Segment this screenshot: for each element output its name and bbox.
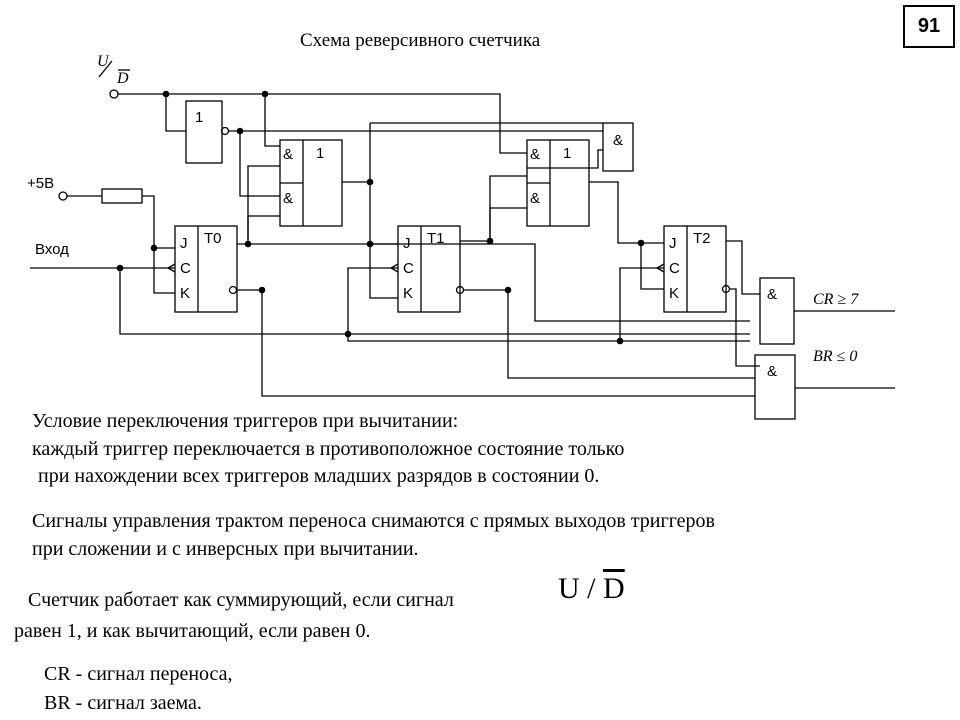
plus5v-label: +5В	[27, 175, 54, 192]
ud-formula-d: D	[603, 572, 625, 605]
and-label: &	[530, 190, 540, 207]
and-label: &	[283, 190, 293, 207]
cr-definition: CR - сигнал переноса,	[44, 663, 233, 685]
pin-k: K	[403, 285, 413, 302]
condition-line-3: при нахождении всех триггеров младших ра…	[38, 465, 600, 487]
ud-formula: U / D	[558, 572, 625, 606]
flipflop-t2	[663, 225, 727, 313]
and-gate-br	[754, 354, 796, 420]
pin-j: J	[403, 235, 411, 252]
and-label: &	[283, 146, 293, 163]
or-label: 1	[316, 145, 324, 162]
flipflop-label-t0: T0	[204, 230, 222, 247]
and-label: &	[767, 363, 777, 380]
page-title: Схема реверсивного счетчика	[300, 30, 541, 51]
and-gate-top	[602, 122, 634, 172]
pin-c: C	[403, 260, 414, 277]
not-gate-label: 1	[195, 109, 203, 126]
works-line-2: равен 1, и как вычитающий, если равен 0.	[14, 620, 371, 642]
br-definition: BR - сигнал заема.	[44, 692, 202, 714]
br-output-label: BR ≤ 0	[813, 348, 857, 365]
and-label: &	[530, 146, 540, 163]
input-label: Вход	[35, 241, 69, 258]
page-number: 91	[903, 5, 955, 48]
and-label: &	[613, 132, 623, 149]
ud-input-terminal	[109, 89, 119, 99]
cr-output-label: CR ≥ 7	[813, 291, 859, 308]
flipflop-t1	[397, 225, 461, 313]
condition-line-1: Условие переключения триггеров при вычит…	[32, 410, 459, 432]
pin-j: J	[669, 235, 677, 252]
signals-line-1: Сигналы управления трактом переноса сним…	[32, 510, 715, 532]
pin-k: K	[669, 285, 679, 302]
pin-k: K	[180, 285, 190, 302]
ud-label-d: D	[116, 70, 129, 87]
flipflop-label-t2: T2	[693, 230, 711, 247]
ud-slash-line	[98, 60, 113, 78]
pin-c: C	[669, 260, 680, 277]
ud-formula-slash: /	[587, 572, 596, 605]
and-label: &	[767, 286, 777, 303]
ud-formula-u: U	[558, 572, 580, 605]
pin-c: C	[180, 260, 191, 277]
condition-line-2: каждый триггер переключается в противопо…	[32, 438, 625, 460]
works-line-1: Счетчик работает как суммирующий, если с…	[28, 589, 454, 611]
not-gate	[185, 100, 223, 164]
signals-line-2: при сложении и с инверсных при вычитании…	[32, 538, 419, 560]
flipflop-label-t1: T1	[427, 230, 445, 247]
or-label: 1	[563, 145, 571, 162]
pin-j: J	[180, 235, 188, 252]
plus5v-terminal	[58, 191, 68, 201]
ud-label-u: U	[97, 53, 110, 70]
flipflop-t0	[174, 225, 238, 313]
pullup-resistor	[101, 188, 143, 204]
